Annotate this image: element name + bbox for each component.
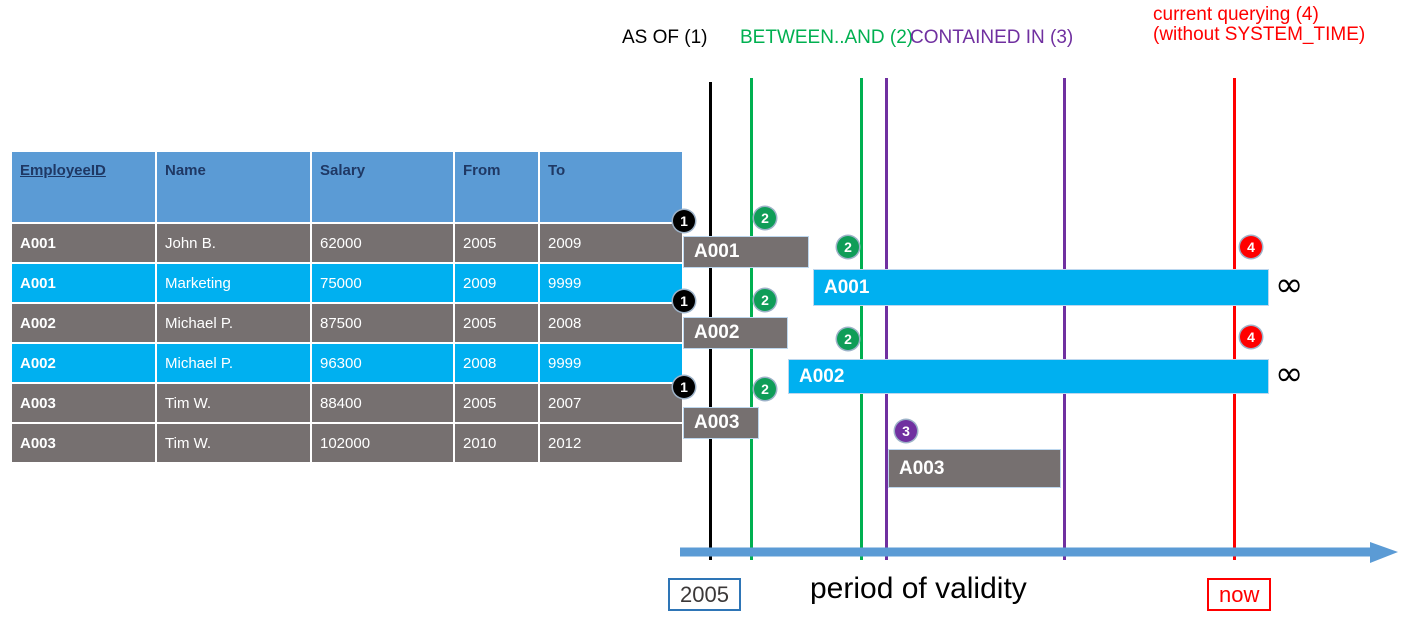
cell-to: 9999: [540, 264, 682, 302]
bar-label: A001: [824, 276, 870, 298]
cell-employeeid: A001: [12, 264, 155, 302]
cell-employeeid: A002: [12, 304, 155, 342]
bar-label: A003: [899, 457, 945, 479]
column-header-employeeid: EmployeeID: [12, 152, 155, 222]
infinity-symbol-a002: ∞: [1275, 354, 1304, 394]
cell-name: Tim W.: [157, 384, 310, 422]
cell-name: Tim W.: [157, 424, 310, 462]
cell-name: John B.: [157, 224, 310, 262]
legend-between-and: BETWEEN..AND (2): [740, 27, 914, 48]
legend-current-line1: current querying (4): [1153, 4, 1319, 25]
column-header-to: To: [540, 152, 682, 222]
badge-as-of-a003: 1: [673, 376, 695, 398]
table-header-row: EmployeeID Name Salary From To: [12, 152, 682, 222]
table-row: A003 Tim W. 102000 2010 2012: [12, 424, 682, 462]
axis-label-start: 2005: [668, 578, 741, 612]
cell-salary: 96300: [312, 344, 453, 382]
cell-to: 2012: [540, 424, 682, 462]
bar-a001-gray: A001: [683, 236, 809, 268]
temporal-query-timeline-diagram: AS OF (1) BETWEEN..AND (2) CONTAINED IN …: [610, 0, 1428, 637]
badge-between-a003: 2: [754, 378, 776, 400]
table-row: A002 Michael P. 87500 2005 2008: [12, 304, 682, 342]
legend-as-of: AS OF (1): [622, 27, 708, 48]
bar-a003-gray-2: A003: [888, 449, 1061, 488]
cell-salary: 75000: [312, 264, 453, 302]
badge-current-a001: 4: [1240, 236, 1262, 258]
bar-a002-cyan: A002: [788, 359, 1269, 394]
badge-as-of-a001: 1: [673, 210, 695, 232]
timeline-axis-arrow: [680, 542, 1398, 563]
cell-employeeid: A001: [12, 224, 155, 262]
bar-a001-cyan: A001: [813, 269, 1269, 306]
cell-salary: 62000: [312, 224, 453, 262]
cell-to: 9999: [540, 344, 682, 382]
cell-name: Michael P.: [157, 344, 310, 382]
cell-salary: 88400: [312, 384, 453, 422]
badge-contained-a003: 3: [895, 420, 917, 442]
table-row: A001 John B. 62000 2005 2009: [12, 224, 682, 262]
badge-between-a001-right: 2: [837, 236, 859, 258]
vline-between-end-green: [860, 78, 863, 560]
cell-from: 2010: [455, 424, 538, 462]
cell-employeeid: A003: [12, 384, 155, 422]
cell-from: 2005: [455, 224, 538, 262]
bar-a003-gray-1: A003: [683, 407, 759, 439]
cell-to: 2008: [540, 304, 682, 342]
cell-from: 2009: [455, 264, 538, 302]
cell-name: Michael P.: [157, 304, 310, 342]
badge-current-a002: 4: [1240, 326, 1262, 348]
cell-salary: 87500: [312, 304, 453, 342]
legend-current-line2: (without SYSTEM_TIME): [1153, 23, 1366, 45]
bar-a002-gray: A002: [683, 317, 788, 349]
table-row: A001 Marketing 75000 2009 9999: [12, 264, 682, 302]
table-row: A003 Tim W. 88400 2005 2007: [12, 384, 682, 422]
employee-history-table: EmployeeID Name Salary From To A001 John…: [10, 150, 684, 464]
column-header-from: From: [455, 152, 538, 222]
column-header-salary: Salary: [312, 152, 453, 222]
cell-from: 2005: [455, 384, 538, 422]
cell-from: 2005: [455, 304, 538, 342]
cell-employeeid: A002: [12, 344, 155, 382]
legend-contained-in: CONTAINED IN (3): [910, 27, 1074, 48]
cell-to: 2009: [540, 224, 682, 262]
vline-now-red: [1233, 78, 1236, 560]
table-row: A002 Michael P. 96300 2008 9999: [12, 344, 682, 382]
table-body: A001 John B. 62000 2005 2009 A001 Market…: [12, 224, 682, 462]
bar-label: A002: [799, 365, 845, 387]
cell-name: Marketing: [157, 264, 310, 302]
column-header-name: Name: [157, 152, 310, 222]
legend-current-querying: current querying (4) (without SYSTEM_TIM…: [1153, 5, 1365, 45]
badge-between-a002-left: 2: [754, 289, 776, 311]
cell-employeeid: A003: [12, 424, 155, 462]
table-header: EmployeeID Name Salary From To: [12, 152, 682, 222]
infinity-symbol-a001: ∞: [1275, 265, 1304, 305]
cell-to: 2007: [540, 384, 682, 422]
bar-label: A002: [694, 322, 740, 343]
badge-between-a001-left: 2: [754, 207, 776, 229]
cell-salary: 102000: [312, 424, 453, 462]
cell-from: 2008: [455, 344, 538, 382]
bar-label: A003: [694, 412, 740, 433]
bar-label: A001: [694, 241, 740, 262]
badge-as-of-a002: 1: [673, 290, 695, 312]
axis-label-now: now: [1207, 578, 1272, 612]
vline-contained-start-purple: [885, 78, 888, 560]
badge-between-a002-right: 2: [837, 328, 859, 350]
vline-contained-end-purple: [1063, 78, 1066, 560]
axis-caption: period of validity: [810, 572, 1027, 605]
